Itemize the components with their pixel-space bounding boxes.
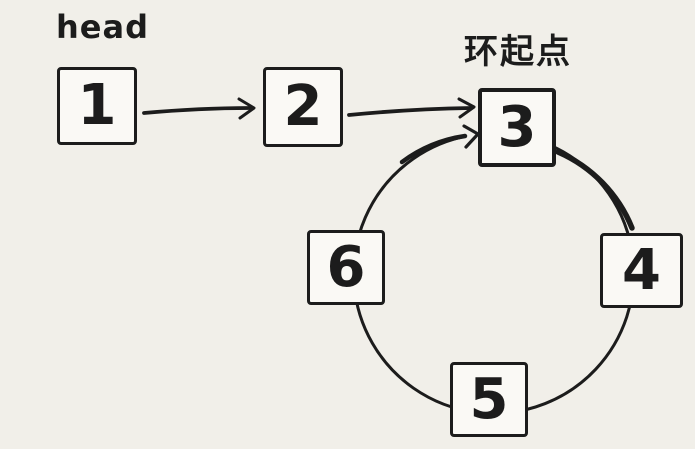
cycle-edge-thick-segment <box>555 149 635 231</box>
arrow-1-2 <box>142 106 252 115</box>
arrowhead-2-3-icon <box>457 97 476 119</box>
node-value-3: 3 <box>497 94 537 160</box>
node-value-4: 4 <box>622 237 661 303</box>
cycle-start-label: 环起点 <box>464 32 572 72</box>
node-value-2: 2 <box>283 74 323 139</box>
node-box-4: 4 <box>600 233 683 308</box>
node-box-2: 2 <box>263 67 343 147</box>
node-value-6: 6 <box>326 234 366 300</box>
arrow-2-3 <box>347 106 473 117</box>
cycle-edge-approach-segment <box>399 133 468 165</box>
node-box-5: 5 <box>450 362 528 437</box>
node-value-1: 1 <box>77 73 117 138</box>
node-box-1: 1 <box>57 67 137 145</box>
node-box-3: 3 <box>478 88 556 167</box>
head-label: head <box>56 8 149 46</box>
node-box-6: 6 <box>307 230 385 305</box>
arrowhead-1-2-icon <box>237 97 256 120</box>
node-value-5: 5 <box>469 366 509 432</box>
